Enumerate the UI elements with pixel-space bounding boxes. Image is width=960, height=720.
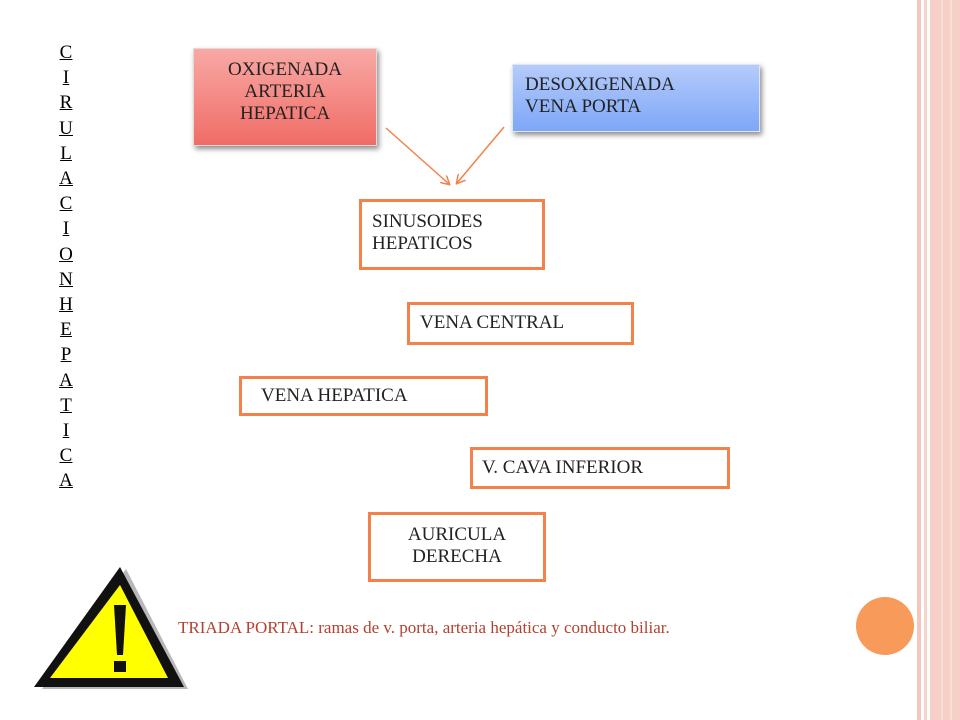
decorative-circle bbox=[856, 597, 914, 655]
vertical-title-letter: R bbox=[59, 92, 73, 114]
vertical-title-letter: A bbox=[59, 470, 73, 492]
border-stripe bbox=[924, 0, 927, 720]
border-stripe bbox=[950, 0, 952, 720]
vertical-title-letter: T bbox=[60, 394, 72, 416]
vertical-title-letter: O bbox=[59, 243, 73, 265]
box-oxigenada-arteria-hepatica: OXIGENADA ARTERIA HEPATICA bbox=[193, 48, 377, 146]
vertical-title-letter: C bbox=[59, 42, 73, 63]
border-stripe bbox=[930, 0, 960, 720]
box-auricula-derecha: AURICULA DERECHA bbox=[368, 512, 546, 582]
vertical-title-letter: E bbox=[60, 319, 72, 341]
border-stripe bbox=[941, 0, 943, 720]
box-desoxigenada-vena-porta: DESOXIGENADA VENA PORTA bbox=[512, 64, 760, 132]
vertical-title-letter: I bbox=[62, 218, 70, 240]
box-vena-hepatica: VENA HEPATICA bbox=[239, 376, 488, 416]
vertical-title-letter: C bbox=[59, 445, 73, 467]
box-sinusoides-hepaticos: SINUSOIDES HEPATICOS bbox=[359, 199, 545, 270]
vertical-title-letter: H bbox=[59, 294, 73, 316]
warning-triangle-icon bbox=[34, 567, 188, 689]
vertical-title-letter: P bbox=[60, 344, 72, 366]
vertical-title-letter: I bbox=[62, 67, 70, 89]
vertical-title-letter: C bbox=[59, 193, 73, 215]
vertical-title-letter: I bbox=[62, 420, 70, 442]
vertical-title-letter: A bbox=[59, 168, 73, 190]
triada-portal-note: TRIADA PORTAL: ramas de v. porta, arteri… bbox=[178, 618, 670, 637]
border-stripe bbox=[917, 0, 921, 720]
vertical-title-letter: N bbox=[59, 268, 73, 290]
box-vena-central: VENA CENTRAL bbox=[407, 302, 634, 345]
vertical-title-letter: A bbox=[59, 369, 73, 391]
vertical-title-letter: L bbox=[60, 142, 72, 164]
arrow-from-porta bbox=[457, 126, 505, 183]
box-vena-cava-inferior: V. CAVA INFERIOR bbox=[470, 447, 730, 489]
vertical-title-letter: U bbox=[59, 117, 73, 139]
arrow-from-arteria bbox=[385, 127, 449, 184]
